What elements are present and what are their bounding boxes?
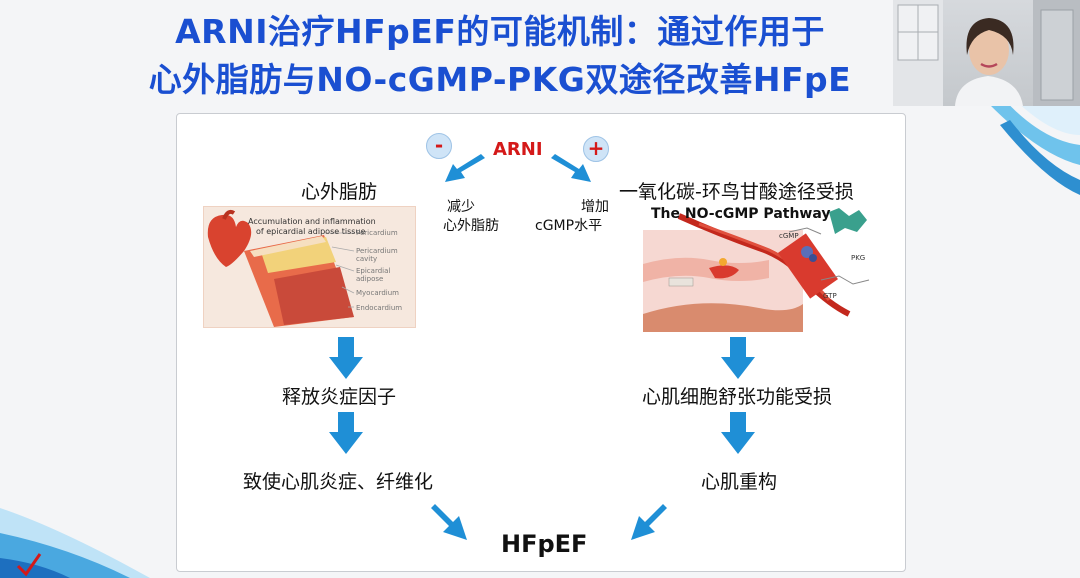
epicardial-adipose-figure: Accumulation and inflammation of epicard… — [203, 206, 416, 328]
outcome-hfpef: HFpEF — [501, 530, 588, 558]
diagram-panel: - + ARNI 减少 心外脂肪 增加 cGMP水平 心外脂肪 Accumula… — [176, 113, 906, 572]
webcam-video-overlay — [893, 0, 1080, 106]
arrow-down-icon — [329, 337, 363, 379]
figure-label-pkg: PKG — [851, 254, 866, 262]
arrow-down-left-icon — [445, 154, 485, 182]
arni-label: ARNI — [493, 139, 543, 160]
figure-title-line-2: of epicardial adipose tissue — [256, 227, 366, 236]
figure-label-epicardial-adipose: Epicardial adipose — [356, 267, 391, 283]
plus-sign: + — [583, 136, 609, 162]
figure-label-endocardium: Endocardium — [356, 304, 403, 312]
right-heading: 一氧化碳-环鸟甘酸途径受损 — [619, 181, 854, 203]
pathway-figure-title: The NO-cGMP Pathway — [651, 206, 831, 222]
no-cgmp-pathway-figure: The NO-cGMP Pathway cGMP PKG GTP — [639, 204, 879, 334]
arrow-down-right-icon — [429, 504, 467, 540]
figure-label-gtp: GTP — [823, 292, 837, 300]
slide-title-line-2: 心外脂肪与NO-cGMP-PKG双途径改善HFpE — [148, 60, 852, 99]
figure-label-pericardium: Pericardium — [356, 229, 398, 237]
right-step-1: 心肌细胞舒张功能受损 — [642, 386, 833, 408]
arrow-down-icon — [721, 412, 755, 454]
left-effect-line-1: 减少 — [447, 199, 475, 215]
presenter-video-icon — [893, 0, 1080, 106]
left-step-1: 释放炎症因子 — [282, 386, 397, 408]
minus-sign: - — [426, 133, 452, 159]
right-effect-line-1: 增加 — [581, 199, 609, 215]
left-heading: 心外脂肪 — [301, 181, 378, 203]
arrow-down-icon — [329, 412, 363, 454]
slide-title-line-1: ARNI治疗HFpEF的可能机制：通过作用于 — [175, 12, 825, 51]
decorative-swoosh-top-right — [990, 95, 1080, 195]
arrow-down-icon — [721, 337, 755, 379]
figure-title-line-1: Accumulation and inflammation — [248, 217, 376, 226]
left-step-2: 致使心肌炎症、纤维化 — [243, 471, 434, 493]
arrow-down-right-icon — [551, 154, 591, 182]
heart-tissue-illustration-icon — [207, 209, 355, 327]
left-effect-line-2: 心外脂肪 — [443, 218, 499, 234]
figure-label-pericardium-cavity: Pericardium cavity — [356, 247, 398, 263]
arrow-down-left-icon — [631, 504, 669, 540]
right-effect-line-2: cGMP水平 — [535, 218, 603, 234]
pathway-illustration-icon — [643, 208, 870, 332]
right-step-2: 心肌重构 — [701, 471, 778, 493]
figure-label-myocardium: Myocardium — [356, 289, 400, 297]
figure-label-cgmp: cGMP — [779, 232, 799, 240]
decorative-swoosh-bottom-left — [0, 508, 150, 578]
slide-title: ARNI治疗HFpEF的可能机制：通过作用于 心外脂肪与NO-cGMP-PKG双… — [60, 8, 940, 104]
